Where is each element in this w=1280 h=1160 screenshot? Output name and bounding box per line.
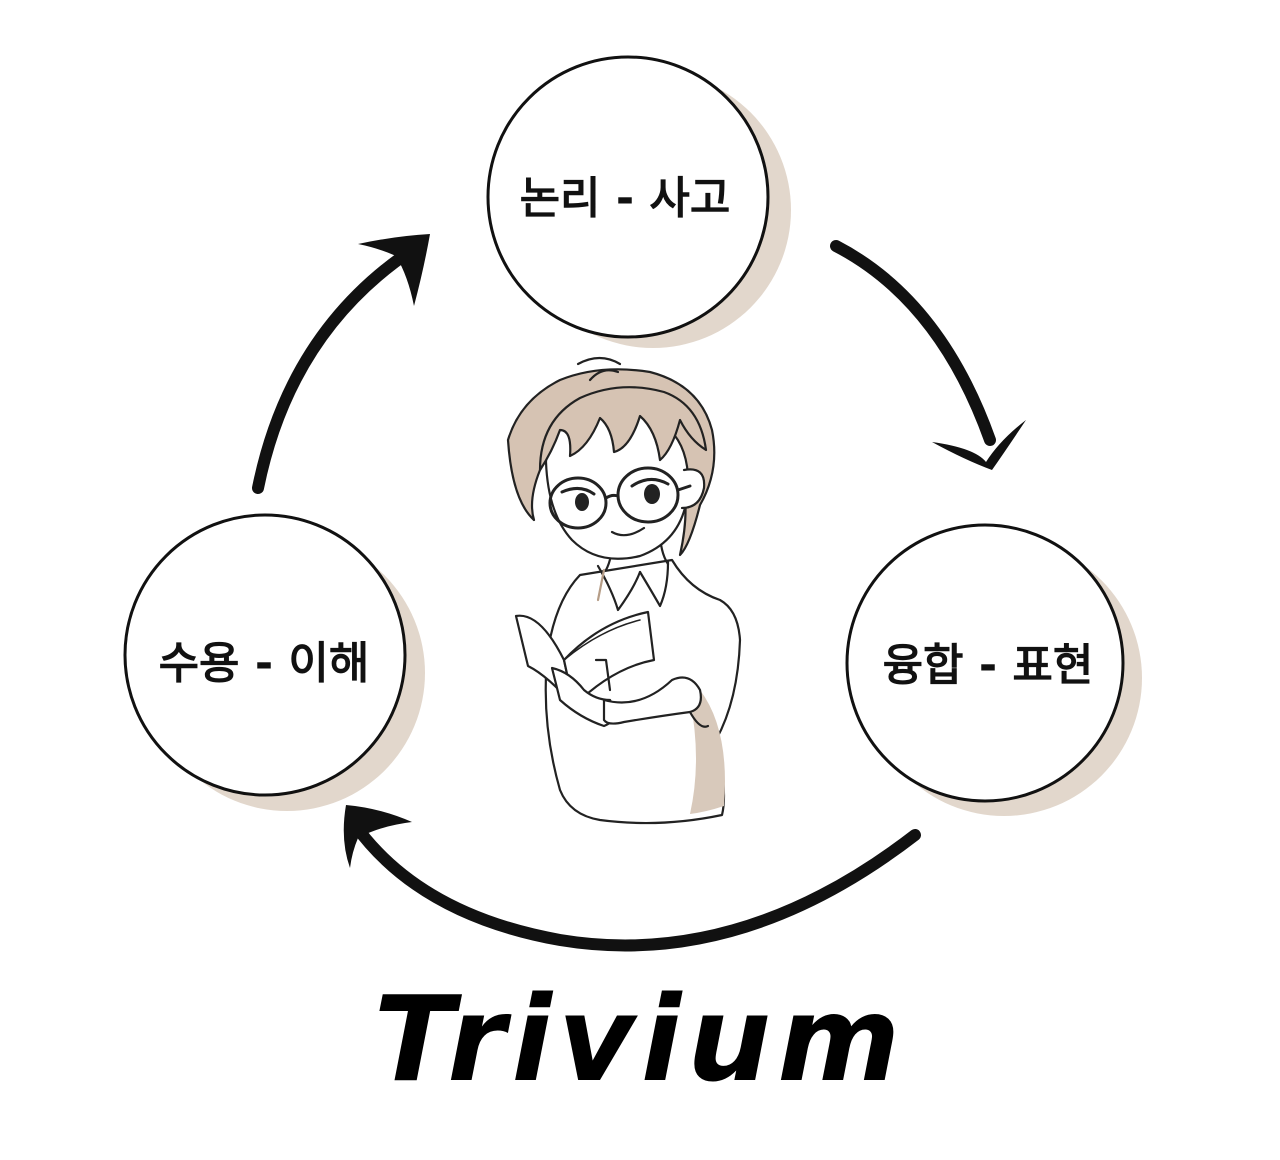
collar-left — [596, 564, 642, 612]
reader-illustration — [506, 356, 742, 825]
arrowhead — [358, 234, 430, 306]
node-logic-thinking: 논리 - 사고 — [486, 55, 791, 348]
arrow-right-to-left — [343, 805, 921, 952]
node-circle — [123, 513, 407, 797]
hand-left — [550, 666, 615, 728]
arm-crossed — [602, 676, 702, 725]
hair-fringe — [538, 386, 708, 472]
arrowhead — [932, 420, 1026, 470]
diagram-title: Trivium — [374, 970, 907, 1108]
glasses-left-lens — [548, 476, 608, 530]
node-circle — [845, 523, 1125, 803]
jacket-shade — [690, 690, 725, 814]
arrowhead — [343, 805, 412, 868]
thumb — [594, 658, 612, 692]
eye-right-pupil — [644, 484, 660, 504]
node-label-top: 논리 - 사고 — [520, 173, 731, 224]
eye-left-lid — [560, 487, 596, 496]
collar-shade — [596, 568, 606, 602]
arrow-top-to-right — [830, 240, 1026, 470]
eye-left-pupil — [575, 493, 589, 511]
node-label-left: 수용 - 이해 — [159, 638, 370, 689]
node-circle — [486, 55, 770, 339]
book-page-line — [563, 619, 641, 661]
arrow-left-to-top — [252, 234, 430, 494]
arm-detail — [688, 710, 710, 728]
node-fusion-expression: 융합 - 표현 — [845, 523, 1142, 816]
hair-tuft — [576, 356, 622, 382]
node-label-right: 융합 - 표현 — [883, 640, 1094, 691]
glasses-bridge — [604, 484, 692, 500]
arrow-shaft — [252, 242, 421, 494]
arrow-shaft — [349, 819, 921, 952]
jacket — [544, 558, 742, 825]
collar-right — [638, 560, 670, 608]
eye-right-lid — [630, 478, 670, 488]
arrow-shaft — [830, 240, 996, 446]
node-acceptance-understanding: 수용 - 이해 — [123, 513, 425, 811]
mouth — [610, 526, 646, 537]
ear — [680, 468, 706, 510]
book-right-page — [562, 610, 656, 708]
